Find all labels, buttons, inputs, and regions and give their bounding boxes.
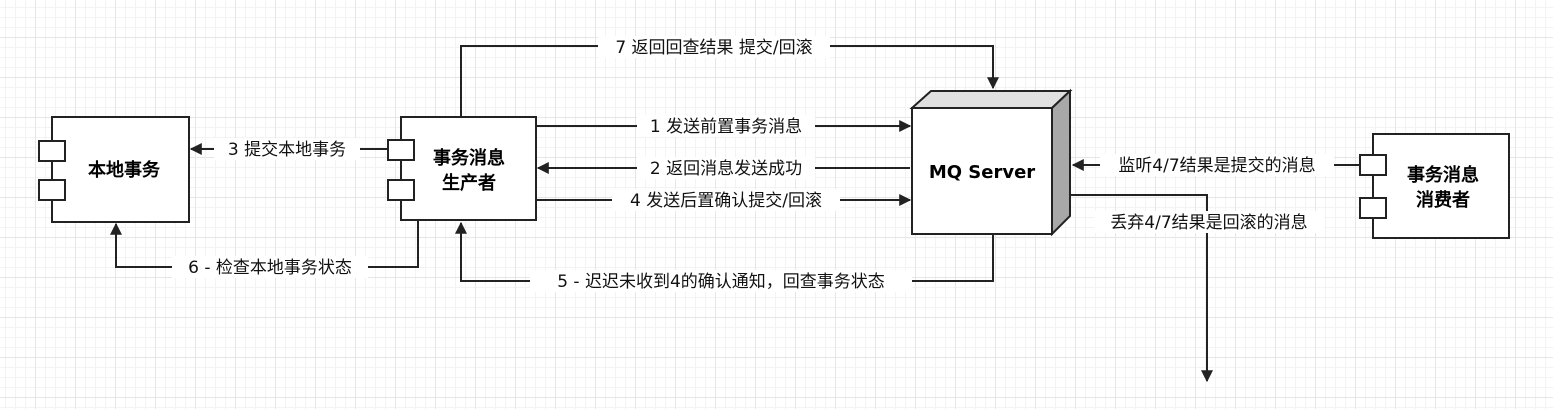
component-port-icon	[1359, 154, 1387, 176]
edge-3-label: 3 提交本地事务	[228, 140, 346, 160]
local-transaction-node[interactable]: 本地事务	[38, 116, 190, 223]
component-port-icon	[1359, 197, 1387, 219]
producer-label-line1: 事务消息	[433, 147, 505, 169]
edge-discard-label: 丢弃4/7结果是回滚的消息	[1110, 213, 1307, 233]
consumer-label-line1: 事务消息	[1407, 164, 1479, 186]
mq-server-side-face	[1051, 88, 1071, 237]
producer-box	[400, 116, 537, 221]
edge-5-label: 5 - 迟迟未收到4的确认通知，回查事务状态	[557, 272, 885, 292]
edge-4-label: 4 发送后置确认提交/回滚	[630, 191, 822, 211]
consumer-box	[1372, 133, 1510, 239]
edge-2-label: 2 返回消息发送成功	[650, 159, 802, 179]
edge-discard-arrow	[1070, 194, 1213, 383]
local-transaction-box	[51, 116, 190, 223]
consumer-node[interactable]: 事务消息 消费者	[1359, 133, 1510, 239]
component-port-icon	[387, 179, 415, 201]
producer-label-line2: 生产者	[442, 172, 496, 194]
component-port-icon	[38, 140, 66, 162]
consumer-label-line2: 消费者	[1416, 189, 1470, 211]
component-port-icon	[387, 139, 415, 161]
edge-7-label: 7 返回回查结果 提交/回滚	[615, 38, 812, 58]
producer-node[interactable]: 事务消息 生产者	[387, 116, 537, 221]
edge-1-label: 1 发送前置事务消息	[650, 117, 802, 137]
mq-server-front-face	[911, 107, 1053, 235]
mq-server-label: MQ Server	[929, 162, 1035, 183]
local-transaction-label: 本地事务	[88, 159, 161, 181]
mq-server-node[interactable]: MQ Server	[909, 88, 1073, 237]
edge-listen-label: 监听4/7结果是提交的消息	[1118, 156, 1315, 176]
mq-server-top-face	[909, 90, 1073, 109]
edge-6-label: 6 - 检查本地事务状态	[188, 258, 352, 278]
component-port-icon	[38, 179, 66, 201]
